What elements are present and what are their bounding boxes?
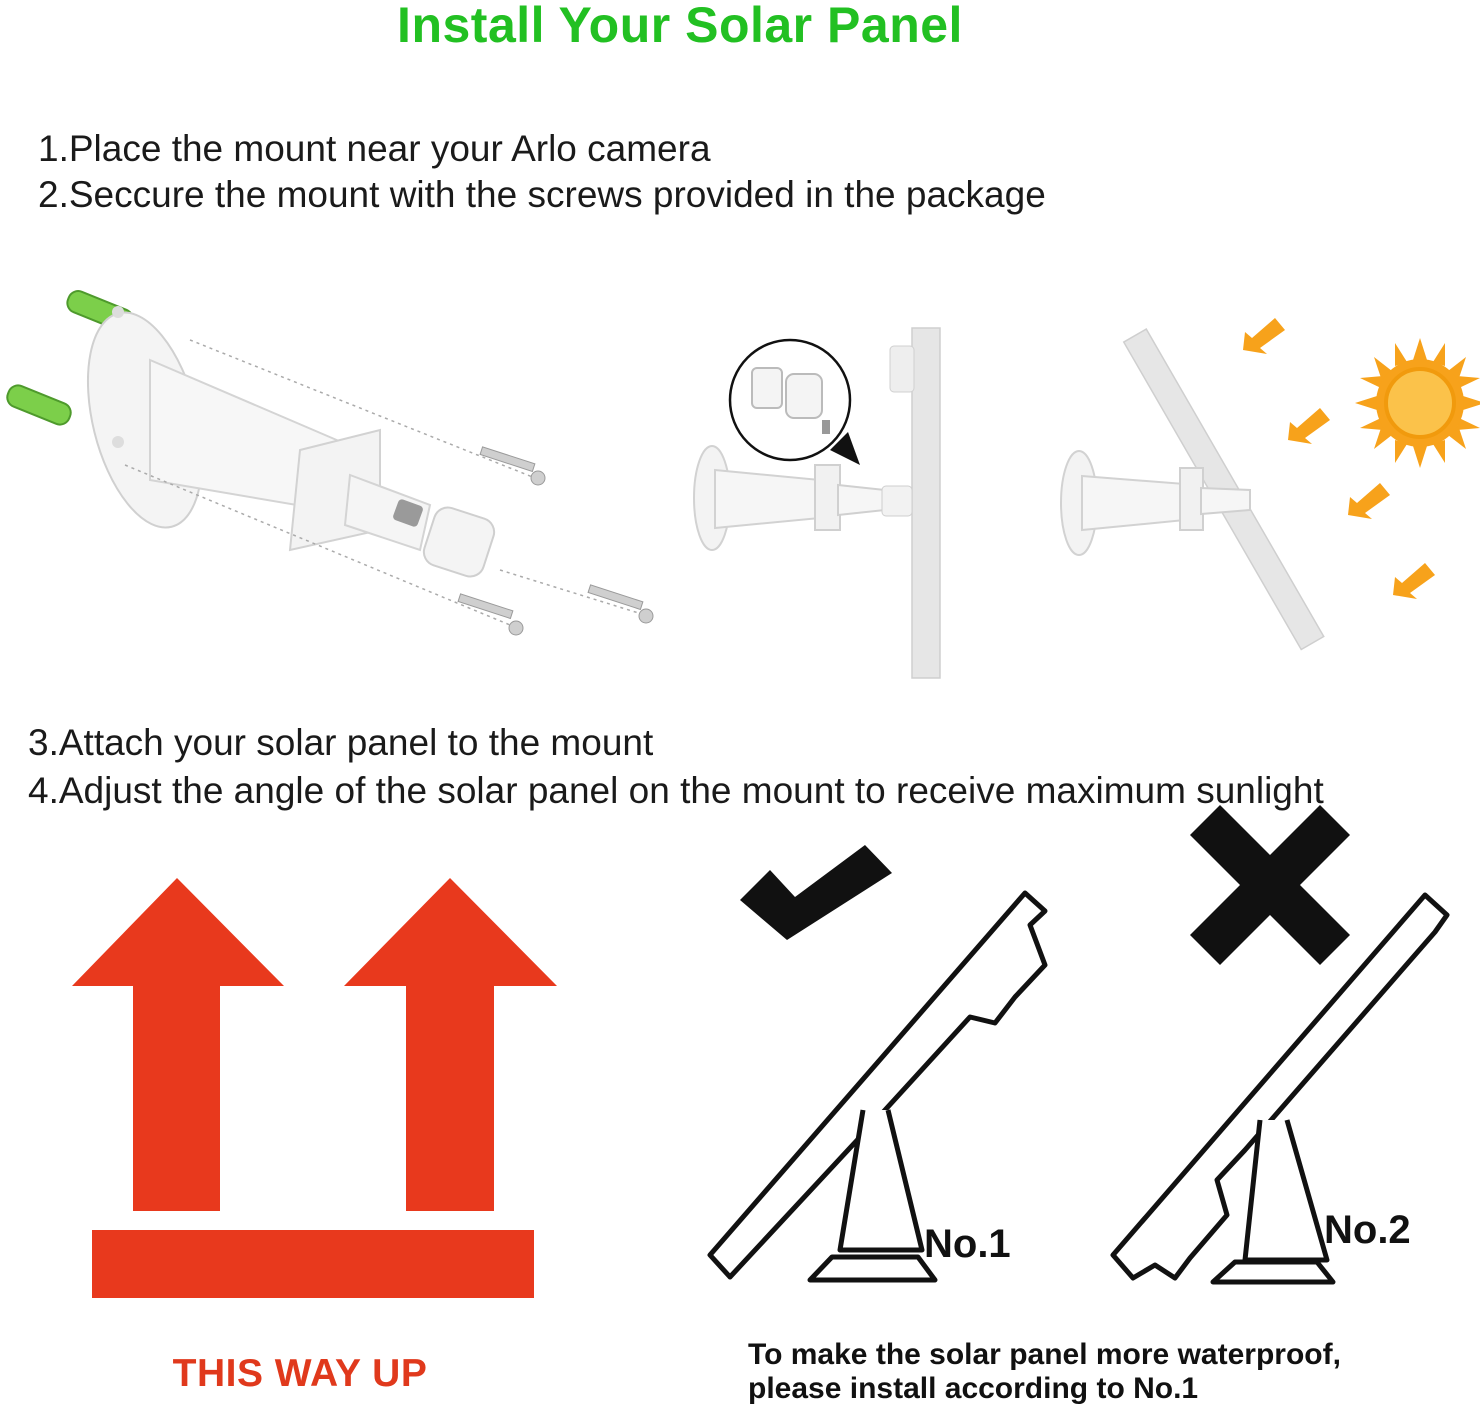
tilted-panel-illustration <box>1060 318 1480 651</box>
exploded-mount-illustration <box>6 290 654 636</box>
screws-icon <box>124 339 654 636</box>
option-2-label: No.2 <box>1324 1208 1411 1252</box>
option-2-diagram <box>1110 805 1450 1285</box>
sunlight-arrows-icon <box>1243 318 1435 599</box>
waterproof-note: To make the solar panel more waterproof,… <box>748 1338 1341 1406</box>
step-2: 2.Seccure the mount with the screws prov… <box>38 174 1046 215</box>
mount-base-icon <box>86 306 496 578</box>
note-line-2: please install according to No.1 <box>748 1372 1199 1405</box>
cross-icon <box>1190 805 1350 965</box>
step-3: 3.Attach your solar panel to the mount <box>28 722 654 763</box>
this-way-up-arrows-icon <box>72 878 557 1298</box>
zoom-detail-icon <box>728 338 860 465</box>
note-line-1: To make the solar panel more waterproof, <box>748 1338 1341 1371</box>
step-1: 1.Place the mount near your Arlo camera <box>38 128 711 169</box>
option-1-diagram <box>707 845 1048 1283</box>
orientation-label: THIS WAY UP <box>172 1352 428 1395</box>
step-4: 4.Adjust the angle of the solar panel on… <box>28 770 1324 811</box>
page-title: Install Your Solar Panel <box>397 0 963 53</box>
check-icon <box>740 845 892 940</box>
sun-icon <box>1355 338 1480 468</box>
mount-on-wall-illustration <box>693 327 941 679</box>
option-1-label: No.1 <box>924 1222 1011 1266</box>
